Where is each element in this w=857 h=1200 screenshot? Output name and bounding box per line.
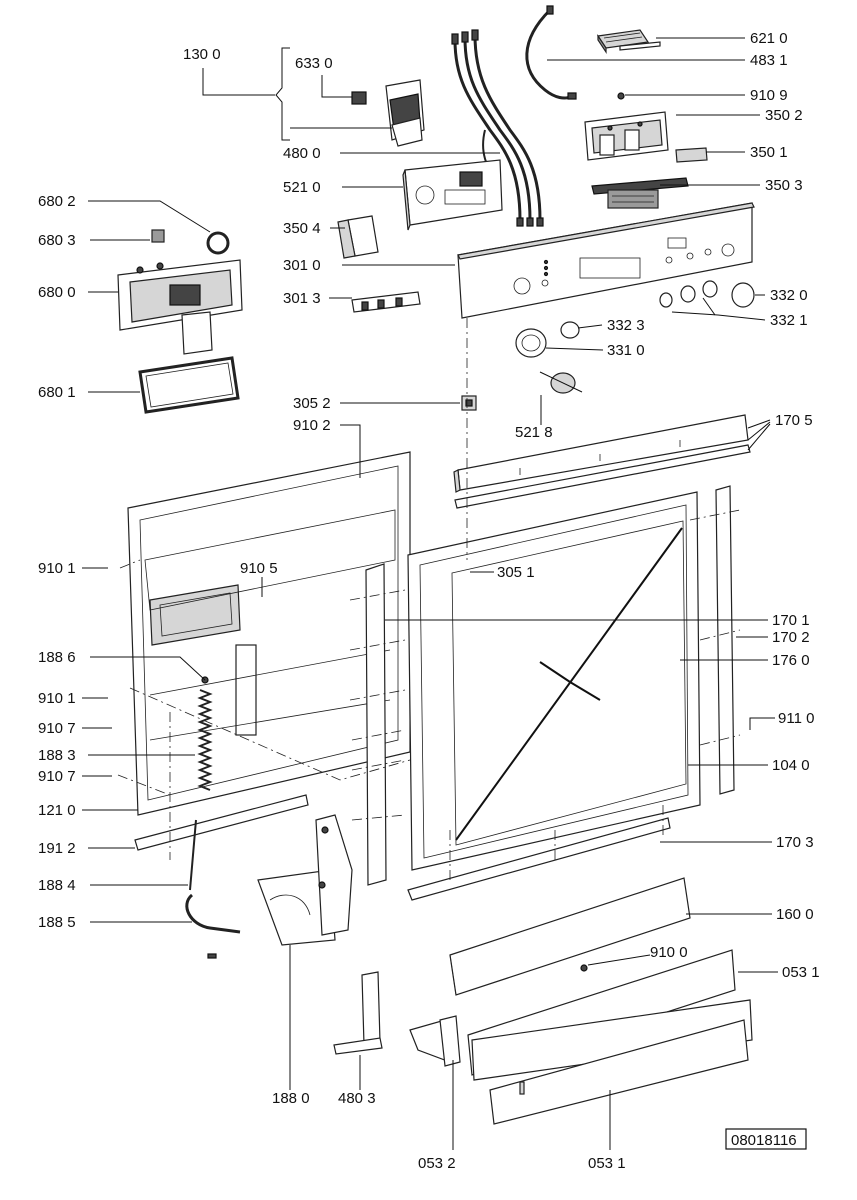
part-910-9-screw — [617, 92, 625, 100]
label-170-2: 170 2 — [772, 629, 810, 646]
part-521-8-sensor — [539, 371, 583, 394]
label-188-0: 188 0 — [272, 1090, 310, 1107]
label-483-1: 483 1 — [750, 52, 788, 69]
part-350-3-button-block — [591, 177, 689, 209]
label-621-0: 621 0 — [750, 30, 788, 47]
part-680-1-gasket — [138, 356, 240, 414]
label-332-3: 332 3 — [607, 317, 645, 334]
label-680-1: 680 1 — [38, 384, 76, 401]
label-301-3: 301 3 — [283, 290, 321, 307]
label-521-8: 521 8 — [515, 424, 553, 441]
leader-lines — [82, 37, 778, 1150]
label-188-4: 188 4 — [38, 877, 76, 894]
label-350-1: 350 1 — [750, 144, 788, 161]
part-305-2-clip — [461, 395, 477, 411]
part-188-0-hinge — [257, 814, 353, 946]
part-483-1-cable — [525, 5, 577, 100]
label-911-0: 911 0 — [778, 710, 814, 727]
part-910-0-screw — [580, 964, 588, 972]
part-170-5-trim — [453, 414, 751, 509]
part-170-1-side-trim — [365, 563, 387, 886]
label-130-0: 130 0 — [183, 46, 221, 63]
label-910-1-mid: 910 1 — [38, 690, 76, 707]
label-188-3: 188 3 — [38, 747, 76, 764]
label-332-0: 332 0 — [770, 287, 808, 304]
label-910-7-bottom: 910 7 — [38, 768, 76, 785]
part-104-0-outer-door — [407, 491, 701, 871]
part-332-3-knob — [560, 321, 580, 339]
label-910-5: 910 5 — [240, 560, 278, 577]
label-910-1-top: 910 1 — [38, 560, 76, 577]
label-053-1-upper: 053 1 — [782, 964, 820, 981]
label-301-0: 301 0 — [283, 257, 321, 274]
label-191-2: 191 2 — [38, 840, 76, 857]
label-331-0: 331 0 — [607, 342, 645, 359]
part-170-3-rail — [407, 817, 671, 901]
label-680-3: 680 3 — [38, 232, 76, 249]
label-170-5: 170 5 — [775, 412, 813, 429]
part-350-1-panel — [675, 147, 708, 163]
part-191-2-rail — [134, 794, 309, 851]
part-350-4-cover — [337, 215, 379, 259]
label-521-0: 521 0 — [283, 179, 321, 196]
part-680-3-clip — [151, 229, 165, 243]
label-188-6: 188 6 — [38, 649, 76, 666]
label-053-1-lower: 053 1 — [588, 1155, 626, 1172]
part-621-0-board — [596, 29, 661, 54]
label-176-0: 176 0 — [772, 652, 810, 669]
part-labels: 130 0 633 0 480 0 621 0 483 1 910 9 350 … — [38, 30, 820, 1172]
label-053-2: 053 2 — [418, 1155, 456, 1172]
part-350-2-bracket — [584, 111, 669, 161]
label-160-0: 160 0 — [776, 906, 814, 923]
label-910-7-top: 910 7 — [38, 720, 76, 737]
label-680-2: 680 2 — [38, 193, 76, 210]
label-910-9: 910 9 — [750, 87, 788, 104]
part-301-0-control-panel — [457, 202, 755, 319]
part-680-0-dispenser — [117, 259, 243, 355]
reference-box: 08018116 — [725, 1128, 807, 1150]
part-301-3-strip — [351, 291, 421, 313]
part-521-0-module — [402, 159, 503, 231]
label-104-0: 104 0 — [772, 757, 810, 774]
label-332-1: 332 1 — [770, 312, 808, 329]
part-160-0-plate — [449, 877, 691, 996]
label-305-1: 305 1 — [497, 564, 535, 581]
label-188-5: 188 5 — [38, 914, 76, 931]
part-121-0-inner-door — [127, 451, 411, 816]
label-633-0: 633 0 — [295, 55, 333, 72]
part-332-0-knob — [731, 282, 755, 308]
part-633-0-switch — [351, 79, 425, 147]
label-910-0: 910 0 — [650, 944, 688, 961]
part-480-3-bracket — [333, 971, 383, 1055]
label-350-3: 350 3 — [765, 177, 803, 194]
part-331-0-knob — [515, 328, 547, 358]
alignment-lines — [117, 318, 741, 880]
label-350-4: 350 4 — [283, 220, 321, 237]
part-053-2-bracket — [409, 1015, 461, 1067]
label-910-2: 910 2 — [293, 417, 331, 434]
label-480-3: 480 3 — [338, 1090, 376, 1107]
label-121-0: 121 0 — [38, 802, 76, 819]
label-305-2: 305 2 — [293, 395, 331, 412]
part-480-0-harness — [451, 29, 544, 227]
reference-number: 08018116 — [731, 1132, 797, 1149]
label-170-3: 170 3 — [776, 834, 814, 851]
label-170-1: 170 1 — [772, 612, 810, 629]
label-680-0: 680 0 — [38, 284, 76, 301]
part-680-2-ring — [206, 231, 230, 255]
part-170-2-side-trim — [715, 485, 735, 795]
part-053-1-lower-plinth — [471, 999, 753, 1125]
part-188-4-cable — [185, 819, 241, 959]
label-350-2: 350 2 — [765, 107, 803, 124]
label-480-0: 480 0 — [283, 145, 321, 162]
part-332-1-knobs — [659, 280, 718, 308]
